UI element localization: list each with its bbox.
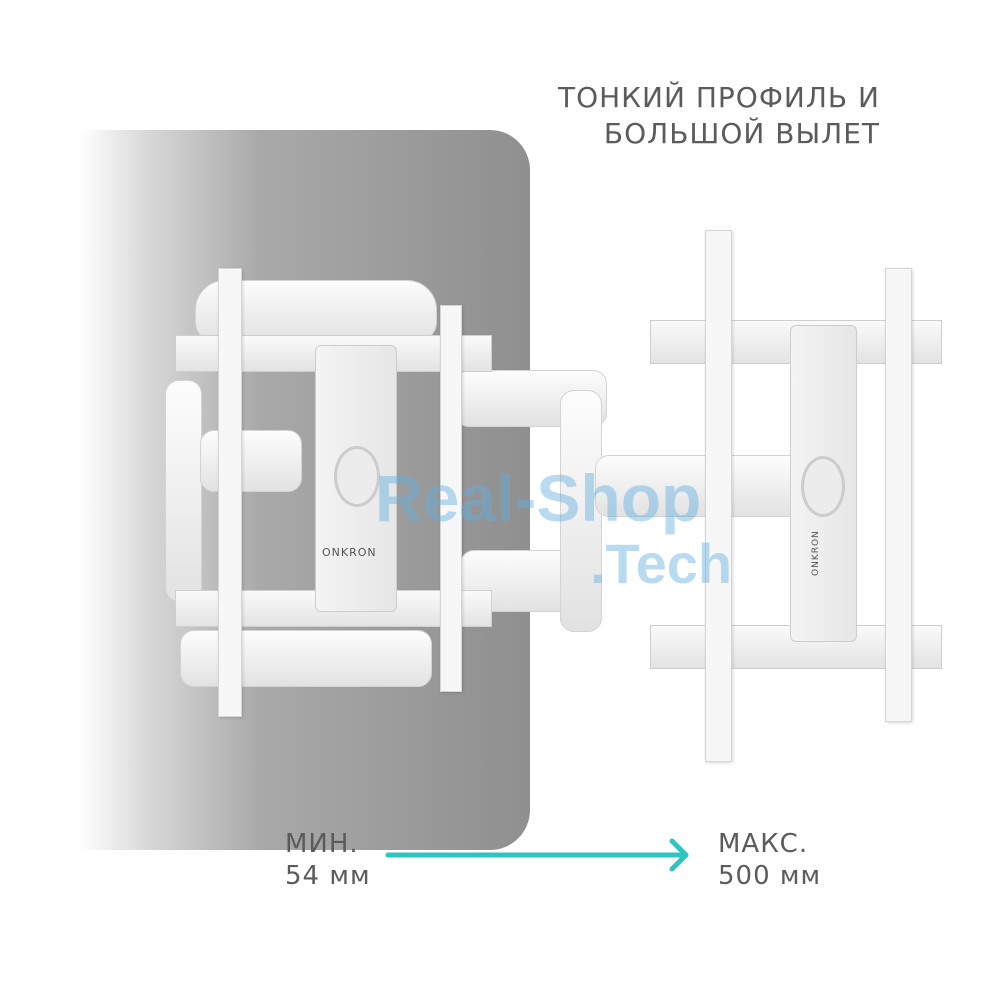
brand-logo: ONKRON [811, 530, 821, 576]
min-value: 54 мм [285, 861, 371, 891]
vertical-bar-left [705, 230, 732, 762]
headline-line1: ТОНКИЙ ПРОФИЛЬ И [557, 81, 880, 114]
arm-pivot [560, 390, 602, 632]
max-value: 500 мм [718, 861, 822, 891]
headline: ТОНКИЙ ПРОФИЛЬ И БОЛЬШОЙ ВЫЛЕТ [558, 80, 880, 152]
center-plate: ONKRON [790, 325, 857, 642]
headline-line2: БОЛЬШОЙ ВЫЛЕТ [603, 117, 880, 150]
arrow-right-icon [385, 838, 689, 872]
min-label: МИН. [285, 829, 359, 859]
vertical-bar-right [885, 268, 912, 722]
vertical-bar-right [440, 305, 462, 692]
arm-extended [595, 455, 807, 517]
watermark-line2: .Tech [590, 532, 733, 595]
watermark-line1: Real-Shop [375, 461, 702, 535]
center-plate: ONKRON [315, 345, 397, 612]
min-offset: МИН. 54 мм [285, 828, 371, 892]
arm-side [165, 380, 202, 602]
brand-logo: ONKRON [322, 546, 377, 559]
watermark: Real-Shop .Tech [375, 465, 732, 597]
arm-mid [200, 430, 302, 492]
max-label: МАКС. [718, 829, 809, 859]
vertical-bar-left [218, 268, 242, 717]
max-offset: МАКС. 500 мм [718, 828, 821, 892]
